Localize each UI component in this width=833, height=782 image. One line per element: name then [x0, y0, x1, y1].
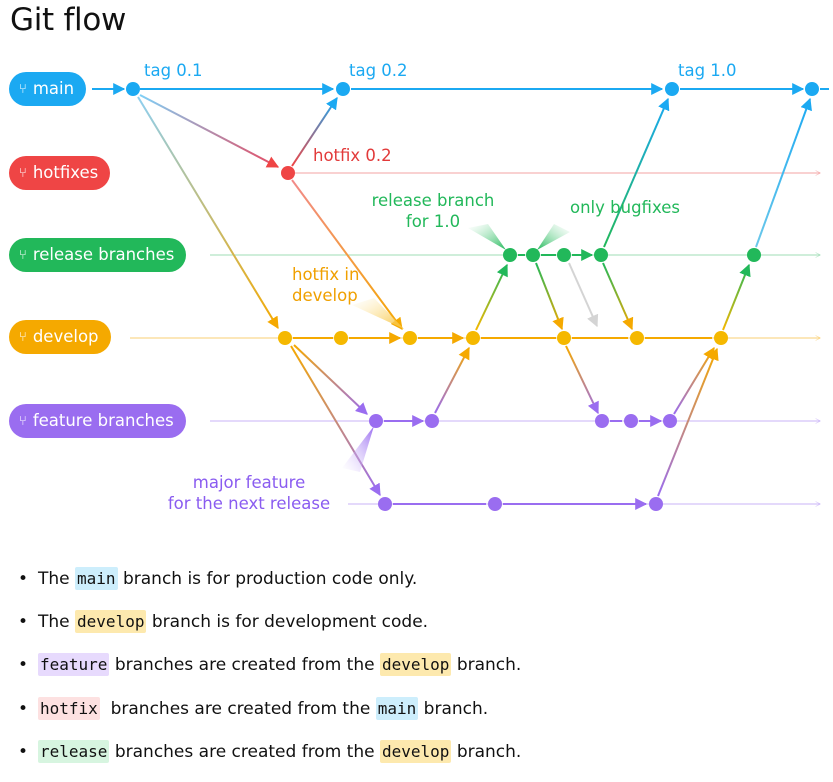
only-bugfixes-pointer: [537, 224, 570, 250]
note-item: feature branches are created from the de…: [18, 652, 521, 695]
annotation-pointers: [342, 224, 570, 472]
git-flow-diagram: [92, 82, 829, 511]
branch-label: main: [32, 79, 75, 98]
release-branch-note-line1: release branch: [371, 191, 495, 210]
code-hotfix: hotfix: [38, 696, 100, 720]
commit-release-4: [594, 248, 608, 262]
commit-main-tag-01: [126, 82, 140, 96]
release-to-main: [603, 97, 670, 248]
commit-develop-6: [630, 331, 644, 345]
commit-develop-5: [557, 331, 571, 345]
hotfix-in-develop-note: hotfix in develop: [292, 264, 359, 306]
tag-label-02: tag 0.2: [349, 61, 408, 80]
tag-label-10: tag 1.0: [678, 61, 737, 80]
major-feature-line2: for the next release: [167, 494, 331, 513]
commit-develop-2: [334, 331, 348, 345]
feature-1-to-develop: [434, 346, 470, 414]
commit-develop-7: [714, 331, 728, 345]
feature-lane: [384, 415, 663, 510]
develop-to-feature-1: [293, 344, 368, 415]
git-branch-icon: ⑂: [19, 82, 27, 97]
commit-feature-1: [369, 414, 383, 428]
code-develop: develop: [379, 739, 452, 763]
commit-feature-2: [425, 414, 439, 428]
feature-2-to-develop: [673, 346, 715, 415]
release-bugfix-grey: [568, 262, 599, 328]
branch-label: release branches: [32, 245, 175, 264]
commit-main-tag-10: [665, 82, 679, 96]
code-feature: feature: [38, 653, 110, 677]
code-develop: develop: [75, 610, 147, 634]
develop-to-release: [475, 263, 508, 331]
connectors: [137, 94, 812, 497]
note-item: release branches are created from the de…: [18, 739, 521, 782]
commits: [126, 82, 819, 511]
commit-release-3: [557, 248, 571, 262]
hotfix-in-develop-line2: develop: [292, 286, 358, 305]
git-branch-icon: ⑂: [19, 166, 27, 181]
branch-pill-hotfixes: ⑂ hotfixes: [9, 156, 111, 190]
main-to-hotfix: [139, 94, 280, 168]
major-feature-pointer: [342, 426, 374, 472]
branch-pill-main: ⑂ main: [9, 72, 87, 106]
hotfix-in-develop-pointer: [352, 298, 404, 329]
commit-release-5: [747, 248, 761, 262]
develop-to-release-2: [722, 263, 751, 331]
release-to-develop-1: [535, 262, 564, 331]
commit-hotfix-02: [281, 166, 295, 180]
hotfix-in-develop-line1: hotfix in: [292, 265, 360, 284]
hotfix-label: hotfix 0.2: [313, 146, 392, 165]
branch-label: feature branches: [32, 411, 174, 430]
major-feature-note: major feature for the next release: [156, 472, 342, 514]
branch-label: hotfixes: [32, 163, 99, 182]
release-to-develop-2: [602, 262, 634, 331]
release-branch-note: release branch for 1.0: [362, 190, 504, 232]
major-feature-line1: major feature: [192, 473, 306, 492]
code-main: main: [375, 696, 419, 720]
commit-develop-4: [466, 331, 480, 345]
git-branch-icon: ⑂: [19, 330, 27, 345]
page-title: Git flow: [10, 2, 127, 38]
commit-develop-1: [278, 331, 292, 345]
develop-to-major-feature: [290, 345, 381, 497]
release-branch-note-line2: for 1.0: [405, 212, 461, 231]
hotfix-to-develop: [291, 179, 403, 330]
release-to-main-2: [755, 97, 812, 248]
commit-release-2: [526, 248, 540, 262]
commit-feature-3: [595, 414, 609, 428]
commit-feature-5: [663, 414, 677, 428]
major-feature-to-develop: [657, 347, 719, 497]
note-item: The main branch is for production code o…: [18, 566, 521, 609]
branch-label: develop: [32, 327, 99, 346]
commit-main-tag-02: [336, 82, 350, 96]
commit-major-feature-2: [488, 497, 502, 511]
commit-main-end: [805, 82, 819, 96]
commit-major-feature-1: [378, 497, 392, 511]
git-branch-icon: ⑂: [19, 414, 27, 429]
note-item: The develop branch is for development co…: [18, 609, 521, 652]
tag-label-01: tag 0.1: [144, 61, 203, 80]
hotfix-to-main: [291, 96, 338, 167]
commit-major-feature-3: [649, 497, 663, 511]
branch-pill-release: ⑂ release branches: [9, 238, 187, 272]
note-item: hotfix branches are created from the mai…: [18, 696, 521, 739]
only-bugfixes-note: only bugfixes: [570, 198, 680, 217]
main-to-develop: [137, 96, 279, 330]
code-main: main: [75, 567, 118, 590]
code-develop: develop: [379, 653, 452, 677]
commit-feature-4: [624, 414, 638, 428]
release-branch-pointer: [468, 224, 506, 250]
notes-list: The main branch is for production code o…: [18, 566, 521, 782]
git-branch-icon: ⑂: [19, 248, 27, 263]
code-release: release: [38, 739, 110, 763]
develop-to-feature-2: [565, 345, 599, 415]
branch-pill-feature: ⑂ feature branches: [9, 404, 186, 438]
branch-pill-develop: ⑂ develop: [9, 320, 111, 354]
commit-release-1: [503, 248, 517, 262]
commit-develop-3: [403, 331, 417, 345]
